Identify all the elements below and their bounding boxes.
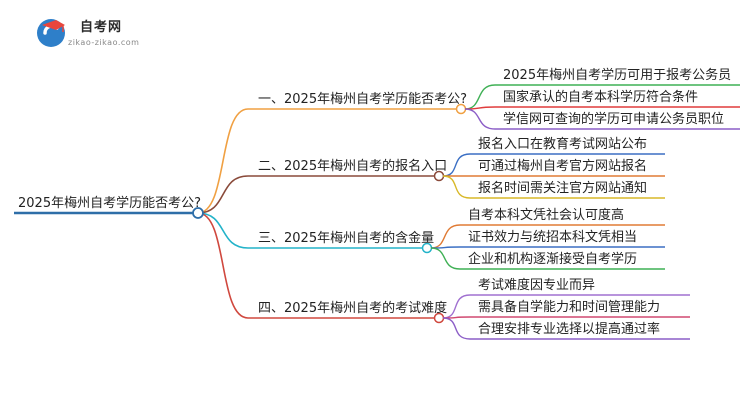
leaf-topic: 证书效力与统招本科文凭相当 [468, 230, 638, 245]
leaf-topic: 合理安排专业选择以提高通过率 [478, 322, 661, 337]
root-node-dot [192, 207, 204, 219]
logo-title: 自考网 [80, 20, 123, 35]
leaf-topic: 国家承认的自考本科学历符合条件 [503, 90, 699, 105]
leaf-topic: 报名入口在教育考试网站公布 [478, 137, 648, 152]
logo: 自考网 zikao-zikao.com [34, 14, 144, 54]
leaf-connector [442, 175, 471, 199]
leaf-topic: 自考本科文凭社会认可度高 [468, 208, 625, 223]
branch-connector [197, 212, 249, 319]
leaf-connector [464, 108, 496, 130]
logo-url: zikao-zikao.com [68, 38, 140, 47]
leaf-topic: 报名时间需关注官方网站通知 [478, 181, 648, 196]
branch-topic: 一、2025年梅州自考学历能否考公? [258, 92, 467, 107]
root-topic: 2025年梅州自考学历能否考公? [18, 196, 201, 211]
branch-topic: 四、2025年梅州自考的考试难度 [258, 301, 448, 316]
branch-topic: 三、2025年梅州自考的含金量 [258, 231, 435, 246]
branch-connector [197, 108, 249, 214]
leaf-topic: 企业和机构逐渐接受自考学历 [468, 252, 638, 267]
leaf-connector [430, 224, 461, 249]
leaf-topic: 可通过梅州自考官方网站报名 [478, 159, 648, 174]
branch-connector [197, 212, 249, 249]
leaf-topic: 需具备自学能力和时间管理能力 [478, 300, 661, 315]
branch-topic: 二、2025年梅州自考的报名入口 [258, 159, 448, 174]
leaf-topic: 2025年梅州自考学历可用于报考公务员 [503, 68, 732, 83]
leaf-topic: 学信网可查询的学历可申请公务员职位 [503, 112, 725, 127]
branch-connector [197, 175, 249, 214]
leaf-connector [430, 247, 461, 270]
leaf-topic: 考试难度因专业而异 [478, 278, 596, 293]
graduation-cap-icon [37, 19, 65, 47]
leaf-connector [442, 317, 471, 340]
leaf-connector [464, 84, 496, 110]
